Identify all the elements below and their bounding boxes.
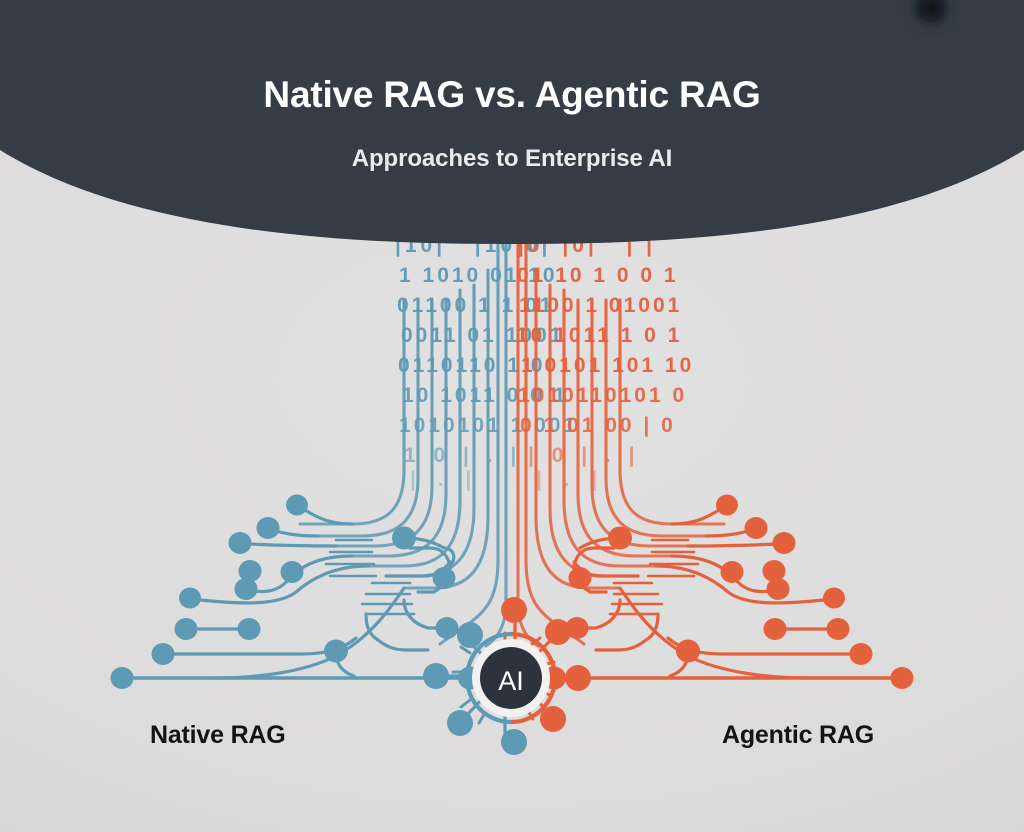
- page-title: Native RAG vs. Agentic RAG: [263, 74, 761, 115]
- binary-data-stream: | | | | |0| ' | |10| ' |10|0| 1 1010 01 …: [395, 204, 694, 491]
- svg-text:1 0101 101 10: 1 0101 101 10: [521, 354, 694, 377]
- page-subtitle: Approaches to Enterprise AI: [351, 145, 673, 172]
- header-banner: [0, 0, 1024, 244]
- svg-text:| . |: | . |: [410, 468, 479, 491]
- header-blob: [905, 0, 957, 34]
- label-native-rag: Native RAG: [150, 721, 286, 749]
- circuit-nodes-left: [110, 494, 482, 690]
- ladder-left-upper: [324, 538, 378, 578]
- label-agentic-rag: Agentic RAG: [722, 721, 874, 749]
- hub-ring-right: [510, 631, 558, 725]
- hub-spoke-dots: [423, 597, 591, 755]
- svg-text:1100 1 01001: 1100 1 01001: [519, 294, 682, 317]
- hub-ring-left: [464, 631, 512, 725]
- svg-text:0 1 01 00 | 0: 0 1 01 00 | 0: [520, 414, 676, 437]
- ai-hub[interactable]: AI: [423, 597, 591, 755]
- ladder-right-upper: [646, 538, 700, 578]
- hub-core: [480, 647, 542, 709]
- svg-text:| . |: | . |: [536, 468, 605, 491]
- svg-text:1 1010 01 10: 1 1010 01 10: [399, 264, 558, 287]
- svg-text:0011 01 1001: 0011 01 1001: [401, 324, 564, 347]
- svg-text:10 1011 1 0 1: 10 1011 1 0 1: [516, 324, 682, 347]
- hub-label: AI: [498, 666, 524, 696]
- svg-text:1010110101 0: 1010110101 0: [518, 384, 687, 407]
- svg-text:| 0 | . |: | 0 | . |: [528, 444, 640, 467]
- svg-text:01 10 1 0 0 1: 01 10 1 0 0 1: [517, 264, 679, 287]
